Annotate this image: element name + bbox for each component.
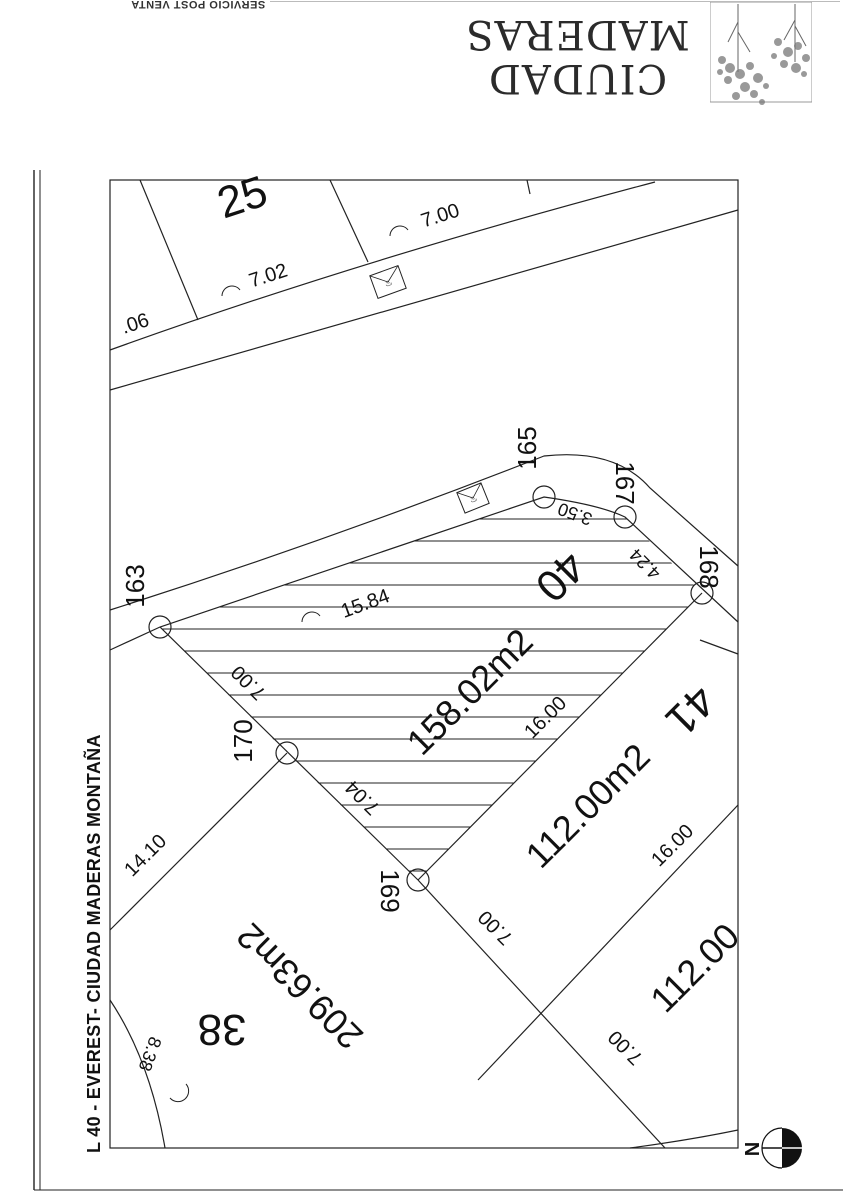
header-divider [270, 1, 840, 2]
next-lot-area: 112.00 [642, 915, 747, 1020]
dim-702: 7.02 [246, 259, 290, 292]
dim-1410: 14.10 [120, 830, 171, 881]
middle-road-edge [109, 454, 739, 611]
lot-line-25-left [139, 179, 199, 321]
vertex-168-label: 168 [694, 545, 724, 588]
vertex-167-marker [613, 505, 637, 529]
dim-700-lot40: 7.00 [227, 661, 270, 704]
arc-symbol [221, 285, 241, 297]
bottom-road-edge [629, 1129, 739, 1149]
lot-line-top-right [526, 179, 531, 195]
arc-symbol [169, 1083, 190, 1103]
lot-line-25-right [329, 179, 369, 263]
dim-06: .06 [119, 309, 152, 339]
vertex-165-marker [532, 485, 556, 509]
lot-38-area: 209.63m2 [229, 915, 371, 1057]
dim-1600-lot40: 16.00 [520, 692, 571, 743]
lot-41-right-edge [699, 639, 739, 655]
north-arrow-icon [761, 1127, 802, 1169]
dim-704: 7.04 [341, 776, 384, 819]
vertex-163-label: 163 [120, 564, 150, 607]
plan-frame [109, 179, 739, 1149]
lot-38-upper-boundary [109, 752, 288, 931]
meter-box-top-icon: ♨ [369, 264, 407, 300]
vertex-163-marker [148, 615, 172, 639]
top-road-lower-edge [109, 209, 739, 391]
svg-text:♨: ♨ [383, 277, 394, 289]
vertex-169-label: 169 [375, 869, 405, 912]
tree-logo-icon [710, 2, 812, 105]
lot-25-number: 25 [212, 167, 274, 229]
top-road-upper-edge [109, 181, 656, 351]
dim-700-lot41: 7.00 [474, 906, 517, 949]
north-label: N [742, 1142, 764, 1156]
arc-symbol [389, 225, 409, 237]
lot-40-area: 158.02m2 [399, 621, 541, 763]
vertex-167-label: 167 [610, 461, 640, 504]
lot-40-38-boundary [159, 626, 419, 881]
dim-1600-lot41: 16.00 [647, 820, 698, 871]
lot-40-41-boundary [417, 592, 703, 881]
arc-symbol [301, 611, 321, 623]
vertex-168-marker [690, 581, 714, 605]
lot-40-number: 40 [526, 542, 595, 611]
dim-700-top: 7.00 [418, 199, 462, 232]
vertex-169-marker [406, 868, 430, 892]
svg-text:♨: ♨ [468, 493, 479, 505]
lot38-curve [109, 999, 166, 1149]
lot-38-number: 38 [198, 1005, 247, 1054]
vertex-165-label: 165 [512, 426, 542, 469]
lot-41-area: 112.00m2 [517, 735, 657, 875]
lot-38-41-boundary [417, 879, 666, 1149]
dim-1584: 15.84 [338, 585, 393, 623]
vertex-170-marker [275, 741, 299, 765]
meter-box-middle-icon: ♨ [456, 482, 490, 514]
lot-41-lower-boundary [477, 804, 739, 1081]
dim-700-next: 7.00 [604, 1026, 647, 1069]
lot-41-number: 41 [656, 676, 725, 745]
dim-350: 3.50 [555, 499, 595, 530]
vertex-170-label: 170 [228, 719, 258, 762]
dim-424: 4.24 [626, 545, 665, 584]
